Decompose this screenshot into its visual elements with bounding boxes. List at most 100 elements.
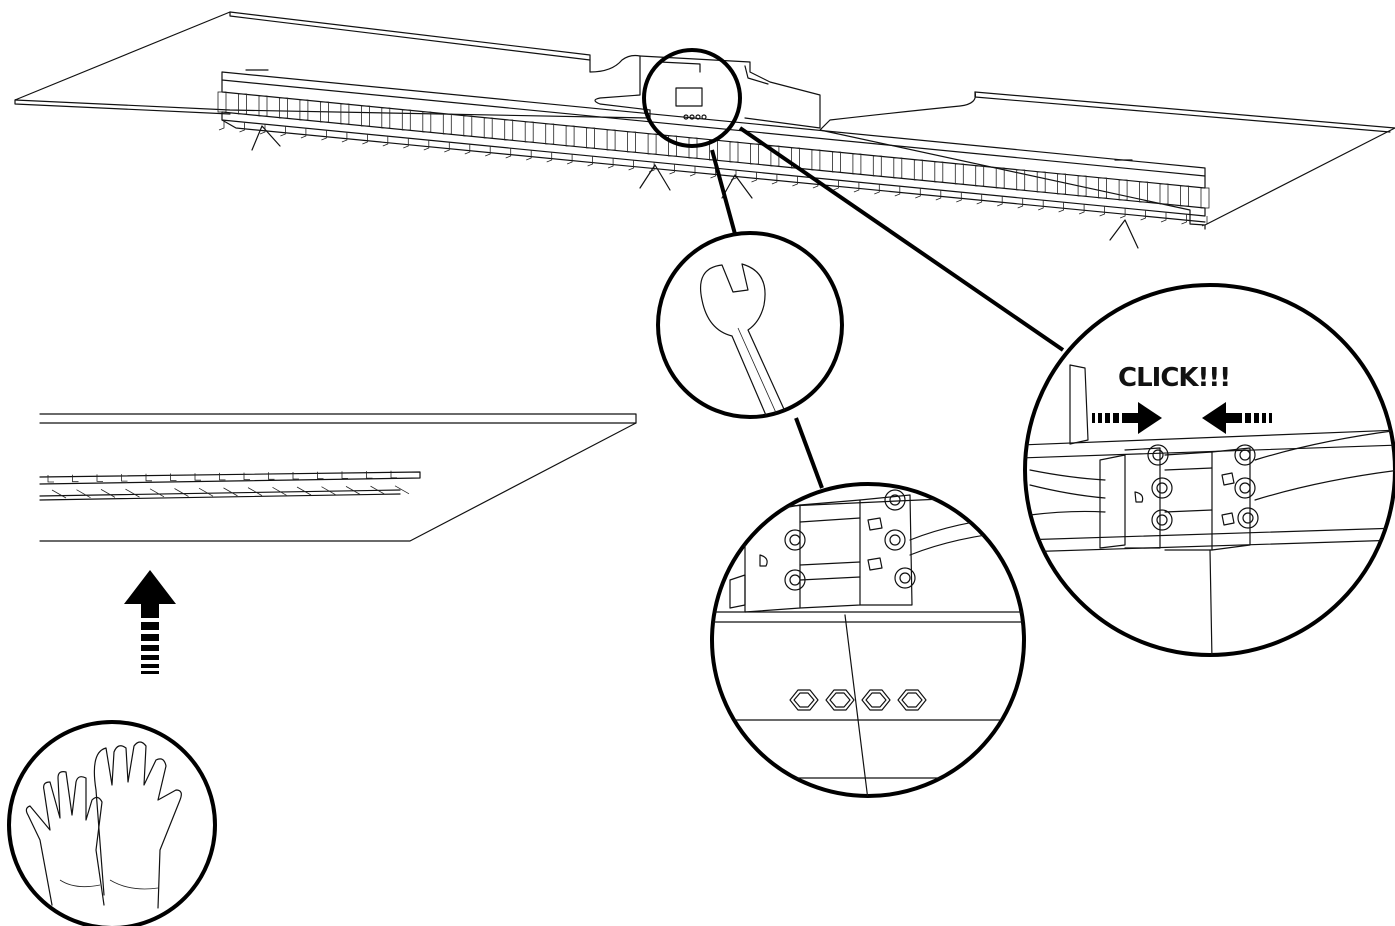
rail-hook bbox=[239, 122, 245, 133]
rail-slot bbox=[872, 155, 882, 177]
rail-hook bbox=[1140, 210, 1146, 221]
rail-slot bbox=[545, 123, 555, 145]
rail-slot bbox=[893, 157, 903, 179]
leader-to-wrench bbox=[710, 149, 737, 235]
rail-slot bbox=[627, 131, 636, 153]
rail-slot bbox=[811, 149, 821, 171]
lift-rail-slat bbox=[174, 488, 189, 497]
connector-block-right bbox=[1164, 444, 1259, 551]
rail-hook bbox=[423, 140, 430, 151]
rail-slot bbox=[1016, 169, 1026, 191]
rail-hook bbox=[751, 172, 757, 183]
rail-hook bbox=[1181, 214, 1187, 225]
rail-hook bbox=[1058, 202, 1064, 213]
rail-hook bbox=[853, 182, 860, 193]
rail-hook bbox=[526, 150, 532, 161]
rail-hook bbox=[280, 126, 286, 137]
rail-hook bbox=[976, 194, 983, 205]
rail-slot bbox=[381, 107, 391, 129]
rail-slot bbox=[422, 111, 432, 133]
rail-hook bbox=[1119, 208, 1126, 219]
up-arrow-icon bbox=[124, 570, 176, 674]
rail-hook bbox=[341, 132, 348, 143]
converging-arrows-icon bbox=[1092, 402, 1272, 434]
rail-hook bbox=[382, 136, 389, 147]
rail-slot bbox=[319, 101, 329, 123]
rail-hook bbox=[956, 192, 962, 203]
lift-rail-hook bbox=[47, 475, 54, 483]
hex-nuts bbox=[789, 689, 927, 711]
rail-slot bbox=[238, 93, 247, 115]
lift-rail-slat bbox=[370, 485, 385, 495]
lift-rail-slat bbox=[247, 487, 263, 496]
rail-slot bbox=[1159, 183, 1169, 205]
terminal-block-right bbox=[859, 489, 916, 606]
rail-slot bbox=[995, 167, 1005, 189]
rail-slot bbox=[463, 115, 473, 137]
rail-hook bbox=[587, 156, 593, 167]
gloves-circle bbox=[7, 720, 217, 926]
rail-hook bbox=[1201, 216, 1208, 227]
rail-slot bbox=[1077, 175, 1087, 197]
detail-highlight-circle bbox=[642, 48, 742, 148]
lift-rail-slat bbox=[394, 485, 410, 495]
rail-hook bbox=[915, 188, 921, 199]
rail-slot bbox=[524, 121, 534, 143]
lift-rail-slat bbox=[149, 488, 165, 498]
lift-rail-slat bbox=[76, 489, 91, 499]
lift-rail-hook bbox=[341, 471, 348, 479]
click-detail bbox=[1025, 364, 1395, 655]
rail-slot bbox=[278, 97, 288, 119]
lift-rail-hook bbox=[268, 472, 275, 480]
rail-hook bbox=[464, 144, 471, 155]
rail-slot bbox=[668, 135, 677, 157]
rail-hook bbox=[1038, 200, 1044, 211]
rail-slot bbox=[954, 163, 964, 185]
rail-slot bbox=[934, 161, 944, 183]
lift-rail-hook bbox=[366, 471, 373, 479]
rail-hook bbox=[669, 164, 675, 175]
rail-clip-marks bbox=[217, 91, 1210, 227]
rail-slot bbox=[1098, 177, 1107, 199]
rail-hook bbox=[259, 124, 266, 135]
rail-hook bbox=[997, 196, 1003, 207]
lift-rail-slat bbox=[223, 487, 238, 497]
lift-rail-hook bbox=[390, 470, 397, 479]
rail-slot bbox=[647, 133, 657, 155]
lift-rail-hook bbox=[121, 474, 128, 482]
rail-slot bbox=[299, 99, 309, 121]
rail-slot bbox=[852, 153, 862, 175]
rail-hook bbox=[566, 154, 573, 165]
rail-slot bbox=[606, 129, 616, 151]
ceiling-panel-lift bbox=[39, 413, 637, 542]
rail-hook bbox=[607, 158, 614, 169]
rail-hook bbox=[792, 176, 798, 187]
rail-slot bbox=[1057, 173, 1066, 195]
rail-hook bbox=[771, 174, 778, 185]
rail-hook bbox=[485, 146, 491, 157]
rail-hook bbox=[874, 184, 880, 195]
lift-rail-slat bbox=[272, 486, 287, 496]
lift-rail-slat bbox=[51, 489, 67, 499]
rail-slot bbox=[217, 91, 227, 113]
lift-rail-slat bbox=[198, 487, 214, 497]
rail-slot bbox=[1180, 185, 1189, 207]
rail-hook bbox=[546, 152, 553, 163]
rail-slot bbox=[401, 109, 411, 131]
mounting-rail bbox=[217, 69, 1210, 249]
terminal-detail-circle bbox=[710, 482, 1026, 798]
rail-hook bbox=[218, 120, 225, 131]
lift-rail-hook bbox=[145, 473, 152, 482]
lift-rail-hook bbox=[194, 473, 201, 481]
lift-rail-hook bbox=[317, 471, 324, 480]
rail-slot bbox=[1118, 179, 1128, 201]
rail-hook bbox=[403, 138, 409, 149]
rail-slot bbox=[913, 159, 923, 181]
rail-slot bbox=[360, 105, 370, 127]
rail-slot bbox=[1139, 181, 1148, 203]
wrench-circle bbox=[656, 231, 844, 419]
click-detail-circle bbox=[1023, 283, 1395, 657]
rail-slot bbox=[1036, 171, 1046, 193]
rail-slot bbox=[483, 117, 493, 139]
